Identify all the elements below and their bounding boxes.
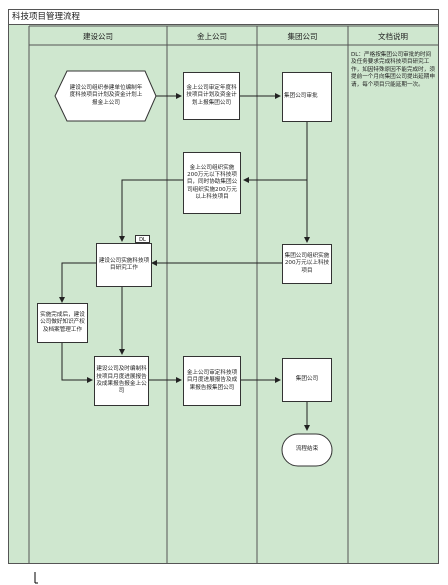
- jinshang-report-node: 金上公司审定科技项目月度进展报告及成果报告报集团公司: [183, 356, 241, 406]
- page-title: 科技项目管理流程: [9, 10, 438, 25]
- text-cursor-icon: [34, 572, 38, 584]
- start-node-shape: [54, 70, 157, 122]
- lane-header-group: 集团公司: [287, 32, 318, 41]
- group-company-node: 集团公司: [282, 358, 332, 402]
- end-node-shape: [281, 433, 333, 467]
- jinshang-review-node: 金上公司审定年度科技项目计划及资金计划上报集团公司: [183, 72, 240, 120]
- end-node: 流程结束: [295, 446, 319, 453]
- swimlane-grid: [28, 25, 438, 563]
- dl-tag: DL: [135, 235, 150, 243]
- construct-report-node: 建设公司及时编制科技项目月度进展报告及成果报告报金上公司: [94, 356, 149, 406]
- lane-header-jinshang: 金上公司: [197, 32, 227, 41]
- jinshang-organize-node: 金上公司组织实施200万元以下科技项目，同时协助集团公司组织实施200万元以上科…: [183, 152, 241, 214]
- start-node: 建设公司组织参建单位编制年度科技项目计划及资金计划上报金上公司: [69, 85, 143, 106]
- group-organize-node: 集团公司组织实施200万元以上科技项目: [282, 244, 332, 284]
- group-approve-node: 集团公司审批: [282, 72, 332, 122]
- construct-research-node: 建设公司实施科技项目研究工作: [96, 243, 152, 287]
- connectors: [59, 93, 310, 431]
- after-implement-node: 实施完成后，建设公司做好知识产权及档案管理工作: [37, 303, 88, 343]
- lane-header-construction: 建设公司: [83, 32, 113, 41]
- lane-header-doc: 文档说明: [378, 32, 408, 41]
- doc-note: DL：严格按集团公司审批的时间及任务要求完成科技项目研究工作，如因特殊原因不能完…: [351, 52, 435, 88]
